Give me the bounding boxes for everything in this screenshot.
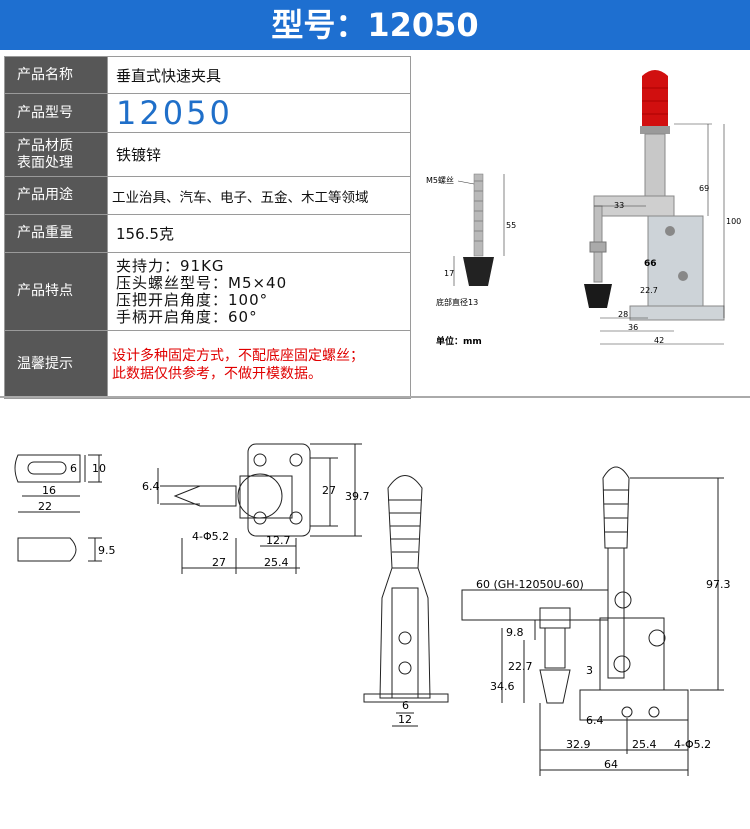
dim-28: 28: [618, 310, 628, 319]
table-row: 产品名称 垂直式快速夹具: [4, 56, 411, 94]
dim-32-9: 32.9: [566, 738, 591, 751]
table-row: 产品特点 夹持力：91KG 压头螺丝型号：M5×40 压把开启角度：100° 手…: [4, 252, 411, 331]
dim-12-7: 12.7: [266, 534, 291, 547]
dim-33: 33: [614, 201, 624, 210]
table-row: 温馨提示 设计多种固定方式，不配底座固定螺丝； 此数据仅供参考，不做开模数据。: [4, 330, 411, 399]
dim-6: 6: [402, 699, 409, 712]
table-row: 产品重量 156.5克: [4, 214, 411, 253]
dim-22: 22: [38, 500, 52, 513]
dim-22-7: 22.7: [508, 660, 533, 673]
dim-6-4: 6.4: [142, 480, 160, 493]
screw-illustration: [463, 173, 494, 286]
spec-label: 温馨提示: [4, 330, 108, 399]
dim-6: 6: [70, 462, 77, 475]
table-row: 产品型号 12050: [4, 93, 411, 133]
dim-66: 66: [644, 259, 657, 269]
spec-label: 产品名称: [4, 56, 108, 94]
dim-60: 60 (GH-12050U-60): [476, 578, 584, 591]
dim-9-8: 9.8: [506, 626, 524, 639]
dim-34-6: 34.6: [490, 680, 515, 693]
dim-25-4: 25.4: [632, 738, 657, 751]
spec-label: 产品型号: [4, 93, 108, 133]
page-title: 型号：12050: [0, 0, 750, 50]
dim-55: 55: [506, 221, 516, 230]
hole-spec: 4-Φ5.2: [674, 738, 711, 751]
dim-6-4: 6.4: [586, 714, 604, 727]
dim-97-3: 97.3: [706, 578, 731, 591]
spec-value: 设计多种固定方式，不配底座固定螺丝； 此数据仅供参考，不做开模数据。: [107, 330, 411, 399]
spec-value: 工业治具、汽车、电子、五金、木工等领域: [107, 176, 411, 215]
spec-label: 产品材质表面处理: [4, 132, 108, 177]
clamp-illustration: [584, 70, 725, 321]
m5-label: M5螺丝: [426, 175, 454, 185]
dim-22-7: 22.7: [640, 286, 658, 295]
product-spec-section: 产品名称 垂直式快速夹具 产品型号 12050 产品材质表面处理 铁镀锌 产品用…: [0, 50, 750, 399]
dim-16: 16: [42, 484, 56, 497]
spec-label: 产品重量: [4, 214, 108, 253]
table-row: 产品材质表面处理 铁镀锌: [4, 132, 411, 177]
spec-label: 产品特点: [4, 252, 108, 331]
dim-12: 12: [398, 713, 412, 726]
spec-table: 产品名称 垂直式快速夹具 产品型号 12050 产品材质表面处理 铁镀锌 产品用…: [4, 56, 411, 399]
table-row: 产品用途 工业治具、汽车、电子、五金、木工等领域: [4, 176, 411, 215]
hole-spec: 4-Φ5.2: [192, 530, 229, 543]
dim-69: 69: [699, 184, 709, 193]
dim-27: 27: [212, 556, 226, 569]
model-number: 12050: [116, 94, 233, 132]
dim-42: 42: [654, 336, 664, 345]
section-divider: [0, 396, 750, 398]
dim-3: 3: [586, 664, 593, 677]
dim-25-4: 25.4: [264, 556, 289, 569]
dim-64: 64: [604, 758, 618, 771]
dim-39-7: 39.7: [345, 490, 370, 503]
spec-value: 垂直式快速夹具: [107, 56, 411, 94]
dim-100: 100: [726, 217, 741, 226]
spec-value: 156.5克: [107, 214, 411, 253]
dim-36: 36: [628, 323, 638, 332]
dim-9-5: 9.5: [98, 544, 116, 557]
dim-10: 10: [92, 462, 106, 475]
dim-27: 27: [322, 484, 336, 497]
unit-label: 单位：mm: [436, 335, 482, 347]
spec-label: 产品用途: [4, 176, 108, 215]
product-photo: M5螺丝 55 17 底部直径13 单位：mm: [418, 56, 744, 396]
dim-17: 17: [444, 269, 454, 278]
base-diameter-label: 底部直径13: [436, 297, 478, 307]
technical-drawing: 6 10 16 22 9.5 6.4 27 39.7 4-Φ5.2 12.7 2…: [0, 398, 750, 825]
spec-value: 夹持力：91KG 压头螺丝型号：M5×40 压把开启角度：100° 手柄开启角度…: [107, 252, 411, 331]
spec-value: 铁镀锌: [107, 132, 411, 177]
